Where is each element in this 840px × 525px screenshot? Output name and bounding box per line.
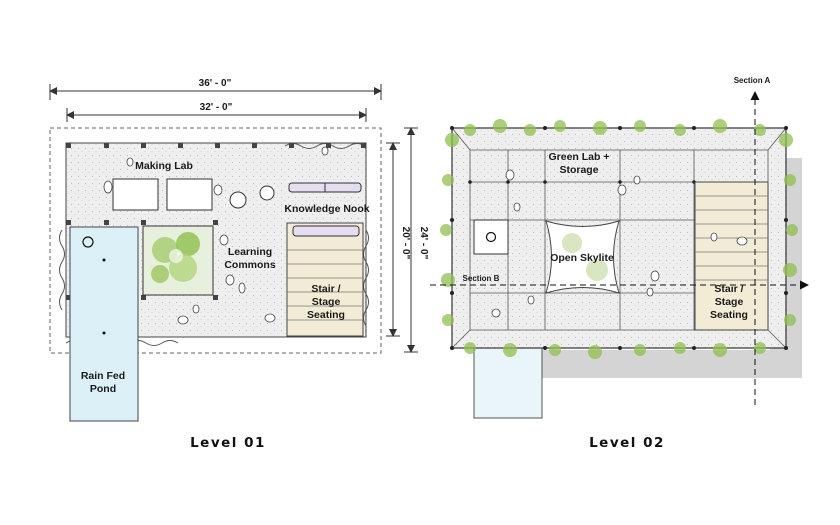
- stair-label-line-3: Seating: [307, 309, 345, 321]
- stool: [259, 185, 275, 201]
- section-a-line: Section A: [734, 76, 771, 405]
- section-b-label: Section B: [463, 274, 500, 283]
- section-b-line: Section B: [430, 274, 809, 290]
- rain-fed-pond: Rain Fed Pond: [69, 226, 139, 422]
- site-boundary: [49, 127, 382, 354]
- columns-level-02: [450, 126, 788, 350]
- pond-label-line-2: Pond: [90, 383, 116, 395]
- dimension-24ft: 24' - 0": [404, 127, 429, 353]
- open-skylite-label: Open Skylite: [550, 252, 614, 264]
- making-lab-label: Making Lab: [135, 160, 193, 172]
- columns-level-01: [66, 143, 366, 300]
- stair-stage-seating-level-01: Stair / Stage Seating: [286, 222, 364, 337]
- greenery-border: [440, 119, 798, 359]
- floor-opening: [473, 219, 509, 255]
- dimension-32ft: 32' - 0": [66, 102, 367, 122]
- dimension-32ft-label: 32' - 0": [200, 102, 233, 113]
- planter-tree: [142, 225, 214, 296]
- stair2-label-line-3: Seating: [710, 309, 748, 321]
- people-figures-level-02: [491, 169, 748, 318]
- section-a-label: Section A: [734, 76, 771, 85]
- stair-label-line-2: Stage: [312, 296, 341, 308]
- open-skylite: Open Skylite: [545, 220, 620, 294]
- pond-label-line-1: Rain Fed: [81, 370, 125, 382]
- wavy-edge-right: [363, 229, 369, 327]
- wavy-edge-left: [59, 229, 65, 311]
- stair2-label-line-2: Stage: [715, 296, 744, 308]
- level-01-plan: 36' - 0" 32' - 0": [49, 78, 429, 451]
- wavy-edge-top: [284, 143, 366, 149]
- pond-below: [473, 345, 543, 419]
- green-lab-label-line-2: Storage: [559, 164, 598, 176]
- learning-commons-label-line-2: Commons: [224, 259, 275, 271]
- level-01-title: Level 01: [190, 435, 266, 451]
- stair2-label-line-1: Stair /: [714, 283, 743, 295]
- dimension-24ft-label: 24' - 0": [418, 227, 429, 260]
- learning-commons-label-line-1: Learning: [228, 246, 272, 258]
- dimension-36ft-label: 36' - 0": [199, 78, 232, 89]
- shadow-bottom: [540, 350, 802, 378]
- dimension-20ft: 20' - 0": [386, 142, 411, 337]
- level-02-plan: Open Skylite Stair / Stage Seating Green…: [430, 76, 809, 451]
- stool: [229, 191, 247, 209]
- knowledge-nook-label: Knowledge Nook: [284, 203, 369, 215]
- making-lab-table-2: [166, 178, 213, 211]
- level-02-title: Level 02: [589, 435, 665, 451]
- making-lab-table-1: [112, 178, 159, 211]
- green-lab-label-line-1: Green Lab +: [549, 151, 610, 163]
- stair-stage-seating-level-02: Stair / Stage Seating: [694, 181, 769, 331]
- dimension-20ft-label: 20' - 0": [400, 227, 411, 260]
- people-figures-level-01: [103, 146, 329, 325]
- stair-label-line-1: Stair /: [311, 283, 340, 295]
- dimension-36ft: 36' - 0": [49, 78, 382, 100]
